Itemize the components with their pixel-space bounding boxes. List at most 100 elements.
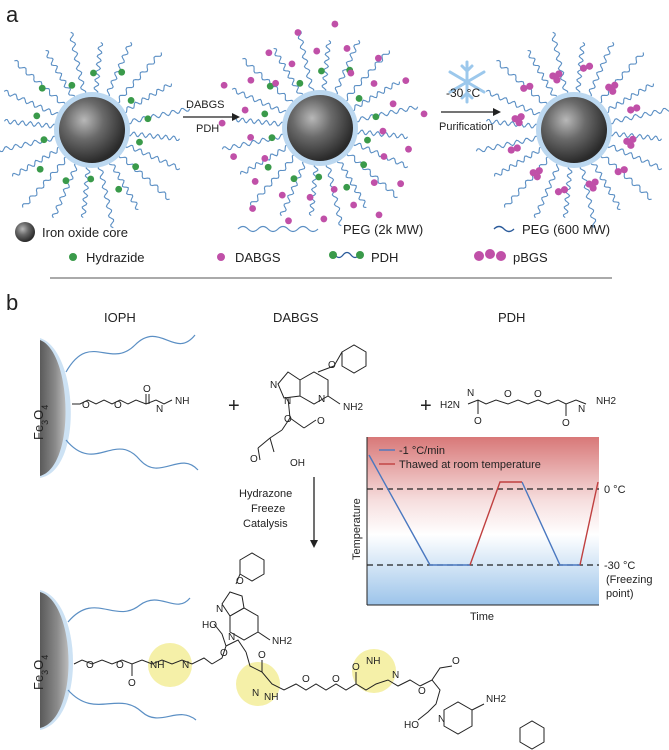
peg-chain <box>485 89 542 116</box>
hydrazide-dot <box>36 165 44 173</box>
dabgs-dot <box>278 191 286 199</box>
peg-chain <box>579 164 597 229</box>
dabgs-dot <box>285 217 292 225</box>
hydrazide-dot <box>127 97 135 104</box>
reaction-arrow-2-head <box>493 108 501 116</box>
peg-chain <box>51 162 78 219</box>
dabgs-dot <box>375 54 382 62</box>
atom-n: N <box>252 688 259 699</box>
peg-chain <box>279 160 306 217</box>
dabgs-dot <box>350 201 358 209</box>
legend-dabgs-icon <box>217 253 225 261</box>
peg-chain <box>496 59 548 106</box>
peg-chain <box>485 118 539 129</box>
atom-n: N <box>156 404 163 415</box>
dabgs-dot <box>347 69 355 77</box>
legend: Iron oxide core PEG (2k MW) PEG (600 MW)… <box>15 222 612 279</box>
peg-chain <box>116 52 163 104</box>
atom-n: N <box>182 660 189 671</box>
legend-peg2k-icon <box>237 225 319 233</box>
peg-chain <box>45 49 76 100</box>
atom-ho: HO <box>404 720 419 731</box>
atom-o: O <box>86 660 94 671</box>
product-structure: Fe3O4 <box>31 552 545 750</box>
reaction-arrow-1-head <box>232 113 240 121</box>
dabgs-dot <box>420 110 428 118</box>
atom-o: O <box>418 686 426 697</box>
nanoparticle-purified <box>475 31 669 229</box>
pbgs-dot <box>507 146 515 154</box>
legend-hydrazide-label: Hydrazide <box>86 250 145 265</box>
nanoparticle-loaded <box>218 20 428 227</box>
hydrazide-dot <box>296 79 304 87</box>
atom-nh2: NH2 <box>486 694 506 705</box>
dabgs-dot <box>288 60 296 68</box>
pbgs-dot <box>591 178 599 186</box>
y-axis-label: Temperature <box>351 498 363 560</box>
legend-dabgs-label: DABGS <box>235 250 281 265</box>
iron-oxide-core <box>59 97 125 163</box>
dabgs-dot <box>320 215 328 223</box>
hydrazide-dot <box>364 136 371 144</box>
hydrazide-dot <box>343 183 351 191</box>
compound-label-ioph: IOPH <box>104 310 136 325</box>
compound-label-pdh: PDH <box>498 310 525 325</box>
peg-chain <box>608 107 669 125</box>
peg-chain <box>118 154 170 201</box>
hydrazide-dot <box>118 68 126 76</box>
dabgs-dot <box>306 193 314 201</box>
atom-o: O <box>250 454 258 465</box>
iron-oxide-core <box>541 97 607 163</box>
peg-chain <box>108 160 139 211</box>
hydrazide-dot <box>87 175 95 183</box>
atom-n: N <box>284 396 291 407</box>
dabgs-dot <box>375 211 383 219</box>
atom-nh: NH <box>175 396 189 407</box>
dabgs-dot <box>370 179 378 187</box>
peg-chain <box>325 162 343 227</box>
legend-peg2k-label: PEG (2k MW) <box>343 222 423 237</box>
dabgs-dot <box>220 81 228 89</box>
hydrazide-dot <box>268 134 276 142</box>
peg-chain <box>297 29 315 94</box>
peg-chain <box>3 118 57 129</box>
legend-core-icon <box>15 222 35 242</box>
pbgs-dot <box>560 186 569 194</box>
peg-chain <box>3 89 60 116</box>
atom-o: O <box>562 418 570 429</box>
pbgs-dot <box>555 70 563 78</box>
atom-n: N <box>578 404 585 415</box>
peg-chain <box>600 154 652 201</box>
dabgs-dot <box>379 127 387 135</box>
plus-sign-2: + <box>420 395 432 417</box>
peg-chain <box>336 158 367 209</box>
hydrazide-dot <box>266 82 274 90</box>
pbgs-dot <box>627 106 635 114</box>
atom-nh2: NH2 <box>343 402 363 413</box>
pbgs-dot <box>535 167 543 175</box>
pbgs-dot <box>553 76 561 84</box>
step2-temperature: -30 °C <box>446 86 480 100</box>
peg-chain <box>598 52 645 104</box>
legend-thawing-label: Thawed at room temperature <box>399 459 541 471</box>
peg-chain <box>344 50 391 102</box>
hydrazide-dot <box>318 67 325 75</box>
pbgs-dot <box>520 84 528 92</box>
pbgs-dot <box>515 119 523 127</box>
peg-chain <box>126 107 191 125</box>
hydrazide-dot <box>40 136 48 144</box>
pbgs-dot <box>513 144 521 152</box>
x-axis-label: Time <box>470 611 494 623</box>
pdh-structure <box>467 399 587 416</box>
dabgs-dot <box>265 49 273 57</box>
atom-o: O <box>114 400 122 411</box>
hydrazone-highlight-2 <box>236 662 280 706</box>
iron-oxide-surface-bottom <box>40 592 69 728</box>
peg-chain <box>551 31 569 96</box>
atom-o: O <box>284 414 292 425</box>
peg-chain <box>475 135 540 153</box>
atom-o: O <box>452 656 460 667</box>
atom-n: N <box>438 714 445 725</box>
peg-chain <box>124 144 181 171</box>
